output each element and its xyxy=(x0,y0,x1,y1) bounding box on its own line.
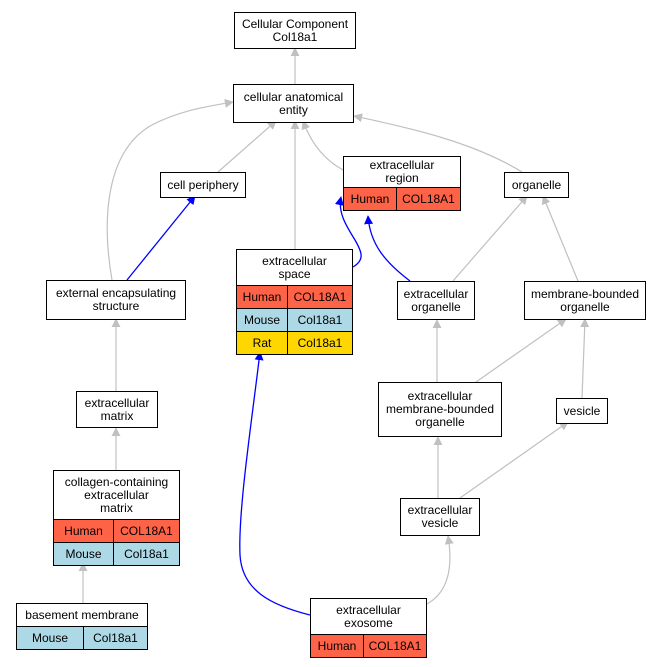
edge-external-encapsulating-structure-to-cell-periphery xyxy=(126,195,196,281)
annotation-row-mouse: Mouse Col18a1 xyxy=(17,626,147,649)
node-label: membrane-bounded organelle xyxy=(530,286,640,314)
node-label: extracellular region xyxy=(369,158,435,185)
edge-cell-periphery-to-cellular-anatomical-entity xyxy=(217,120,277,173)
node-label: external encapsulating structure xyxy=(55,286,177,313)
node-label: extracellular membrane-bounded organelle xyxy=(385,389,495,429)
node-cell-periphery[interactable]: cell periphery xyxy=(160,172,246,198)
annotation-row-human: Human COL18A1 xyxy=(311,634,426,657)
gene-cell: COL18A1 xyxy=(363,635,426,657)
gene-cell: COL18A1 xyxy=(113,520,179,542)
annotation-row-mouse: Mouse Col18a1 xyxy=(237,308,352,331)
edge-extracellular-region-to-cellular-anatomical-entity xyxy=(301,120,344,171)
edge-extracellular-vesicle-to-vesicle xyxy=(459,421,569,499)
node-vesicle[interactable]: vesicle xyxy=(556,398,608,424)
edge-extracellular-organelle-to-extracellular-region xyxy=(364,215,411,282)
gene-cell: Col18a1 xyxy=(113,543,179,565)
node-label: vesicle xyxy=(563,403,601,418)
node-cellular-anatomical-entity[interactable]: cellular anatomical entity xyxy=(233,84,354,123)
annotation-row-human: Human COL18A1 xyxy=(54,519,179,542)
edge-membrane-bounded-organelle-to-organelle xyxy=(541,195,579,282)
edge-external-encapsulating-structure-to-cellular-anatomical-entity xyxy=(106,98,234,281)
species-cell: Mouse xyxy=(31,631,69,645)
node-collagen-containing-ecm[interactable]: collagen-containing extracellular matrix… xyxy=(53,470,180,566)
node-extracellular-membrane-bounded-organelle[interactable]: extracellular membrane-bounded organelle xyxy=(378,382,502,437)
species-cell: Mouse xyxy=(65,547,102,561)
node-label: Cellular Component Col18a1 xyxy=(241,16,349,44)
annotation-row-human: Human COL18A1 xyxy=(237,285,352,308)
species-cell: Human xyxy=(64,524,103,538)
species-cell: Rat xyxy=(252,336,272,350)
node-label: extracellular vesicle xyxy=(407,503,473,530)
node-label: organelle xyxy=(511,177,562,192)
edge-vesicle-to-membrane-bounded-organelle xyxy=(580,318,590,399)
edge-extracellular-exosome-to-extracellular-vesicle xyxy=(426,535,454,605)
node-organelle[interactable]: organelle xyxy=(504,172,569,198)
annotation-row-human: Human COL18A1 xyxy=(344,187,460,210)
node-extracellular-vesicle[interactable]: extracellular vesicle xyxy=(400,498,480,536)
node-label: collagen-containing extracellular matrix xyxy=(64,474,169,515)
species-cell: Mouse xyxy=(243,313,281,327)
node-membrane-bounded-organelle[interactable]: membrane-bounded organelle xyxy=(524,281,646,320)
annotation-row-mouse: Mouse Col18a1 xyxy=(54,542,179,565)
edge-extracellular-space-to-extracellular-region xyxy=(335,196,362,268)
node-label: extracellular space xyxy=(262,253,327,281)
node-extracellular-matrix[interactable]: extracellular matrix xyxy=(76,391,158,428)
annotation-row-rat: Rat Col18a1 xyxy=(237,331,352,354)
edge-extracellular-exosome-to-extracellular-space xyxy=(239,351,311,616)
gene-cell: COL18A1 xyxy=(396,188,460,210)
node-extracellular-organelle[interactable]: extracellular organelle xyxy=(397,281,475,320)
node-label: cellular anatomical entity xyxy=(243,89,344,117)
node-external-encapsulating-structure[interactable]: external encapsulating structure xyxy=(46,280,186,320)
edge-extracellular-membrane-bounded-organelle-to-membrane-bounded-organelle xyxy=(475,318,567,383)
gene-cell: Col18a1 xyxy=(83,627,147,649)
edge-extracellular-organelle-to-organelle xyxy=(452,195,528,282)
edge-organelle-to-cellular-anatomical-entity xyxy=(353,113,523,173)
gene-cell: COL18A1 xyxy=(287,286,352,308)
species-cell: Human xyxy=(242,290,282,304)
node-label: extracellular exosome xyxy=(336,602,401,630)
species-cell: Human xyxy=(317,639,357,653)
node-label: cell periphery xyxy=(167,177,239,192)
gene-cell: Col18a1 xyxy=(287,332,352,354)
species-cell: Human xyxy=(350,192,390,206)
node-label: extracellular matrix xyxy=(84,395,150,423)
gene-cell: Col18a1 xyxy=(287,309,352,331)
node-label: basement membrane xyxy=(25,607,139,622)
node-label: extracellular organelle xyxy=(403,286,469,314)
node-cellular-component[interactable]: Cellular Component Col18a1 xyxy=(234,12,356,49)
